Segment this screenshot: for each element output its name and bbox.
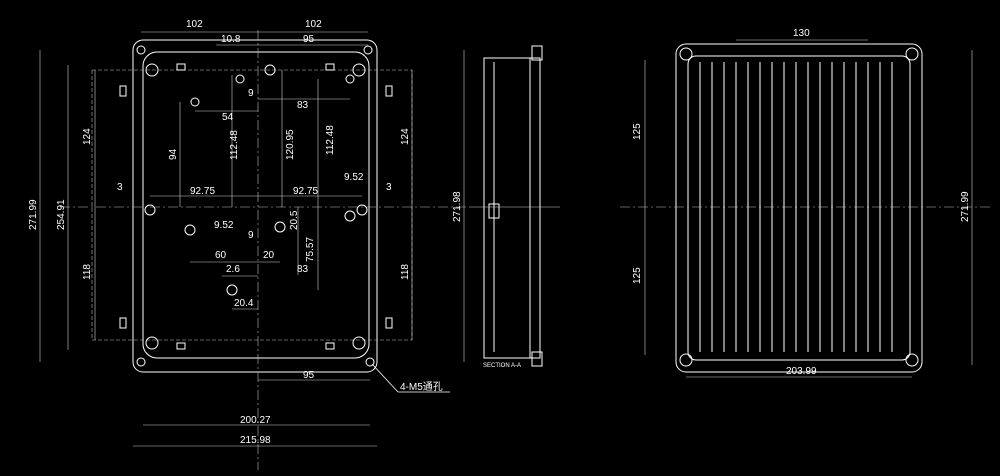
front-corner-holes <box>136 45 375 367</box>
section-label: SECTION A-A <box>483 363 521 369</box>
front-outer-outline <box>132 39 378 373</box>
boss <box>145 336 159 350</box>
dim-left-118: 118 <box>82 264 93 280</box>
dim-left-3: 3 <box>117 182 123 193</box>
right-outer-outline <box>675 43 923 373</box>
dim-112-48-a: 112.48 <box>229 130 240 160</box>
dim-20-4: 20.4 <box>234 298 254 309</box>
right-corner-hole <box>679 353 693 367</box>
boss <box>190 97 200 107</box>
dim-left-271-99: 271.99 <box>28 199 39 230</box>
dim-20-5: 20.5 <box>289 210 300 230</box>
corner-hole <box>365 357 375 367</box>
tab <box>385 85 393 97</box>
front-view: 102 102 10.8 95 271.99 254.91 124 118 12… <box>28 19 470 470</box>
dim-top-10-8: 10.8 <box>221 34 241 45</box>
note-leader <box>371 363 399 393</box>
dim-75-57: 75.57 <box>305 237 316 262</box>
dim-83-top: 83 <box>297 100 309 111</box>
dim-right-125-top: 125 <box>632 123 643 140</box>
tab <box>385 317 393 329</box>
right-corner-hole <box>905 353 919 367</box>
tab <box>325 63 335 71</box>
dim-9-mid: 9 <box>248 230 254 241</box>
dim-2-6: 2.6 <box>226 264 240 275</box>
dim-right-118: 118 <box>400 264 411 280</box>
dim-94: 94 <box>168 148 179 160</box>
tab <box>119 317 127 329</box>
note-m5-holes: 4-M5通孔 <box>400 381 443 393</box>
right-dimension-lines <box>644 39 973 378</box>
dim-bottom-200-27: 200.27 <box>240 415 271 426</box>
boss <box>184 224 196 236</box>
tab <box>119 85 127 97</box>
dim-top-95: 95 <box>303 34 315 45</box>
front-dimension-lines <box>39 31 465 447</box>
section-outline <box>483 57 541 359</box>
boss <box>264 64 276 76</box>
dim-60: 60 <box>215 250 227 261</box>
dim-83-bottom: 83 <box>297 264 309 275</box>
dim-20: 20 <box>263 250 275 261</box>
dim-right-3: 3 <box>386 182 392 193</box>
dim-top-left-102: 102 <box>186 19 203 30</box>
corner-hole <box>136 357 146 367</box>
dim-92-75-left: 92.75 <box>190 186 215 197</box>
dim-bottom-215-98: 215.98 <box>240 435 271 446</box>
dim-92-75-right: 92.75 <box>293 186 318 197</box>
right-corner-hole <box>905 47 919 61</box>
right-corner-hole <box>679 47 693 61</box>
tab <box>325 342 335 350</box>
dim-bottom-95: 95 <box>303 370 315 381</box>
dim-112-48-b: 112.48 <box>325 125 336 155</box>
boss <box>145 63 159 77</box>
dim-right-124: 124 <box>400 128 411 145</box>
boss <box>226 284 238 296</box>
dim-left-254-91: 254.91 <box>56 199 67 230</box>
dim-right-125-bottom: 125 <box>632 267 643 284</box>
boss <box>274 221 286 233</box>
dim-top-right-102: 102 <box>305 19 322 30</box>
right-inner-outline <box>687 55 911 361</box>
boss <box>356 204 368 216</box>
dim-right-top-130: 130 <box>793 28 810 39</box>
boss <box>144 204 156 216</box>
front-dimension-texts: 102 102 10.8 95 271.99 254.91 124 118 12… <box>28 19 463 446</box>
tab <box>176 63 186 71</box>
boss <box>345 74 355 84</box>
tab <box>176 342 186 350</box>
dim-9-52-top: 9.52 <box>344 172 364 183</box>
boss <box>352 336 366 350</box>
section-view: SECTION A-A <box>470 45 560 369</box>
front-inner-outline <box>142 51 370 359</box>
dim-right-bottom-203-99: 203.99 <box>786 366 817 377</box>
right-view: 130 125 125 271.99 203.99 <box>620 28 990 378</box>
front-inner-dashed <box>91 69 413 341</box>
corner-hole <box>363 45 373 55</box>
dim-9-top: 9 <box>248 88 254 99</box>
dim-right-271-99: 271.99 <box>960 191 971 222</box>
boss <box>235 74 245 84</box>
dim-right-271-98: 271.98 <box>452 191 463 222</box>
dim-9-52-mid: 9.52 <box>214 220 234 231</box>
boss <box>352 63 366 77</box>
dim-54: 54 <box>222 112 234 123</box>
right-fins <box>699 62 893 352</box>
corner-hole <box>136 45 146 55</box>
dim-left-124: 124 <box>82 128 93 145</box>
boss <box>344 210 356 222</box>
dim-120-95: 120.95 <box>285 129 296 160</box>
